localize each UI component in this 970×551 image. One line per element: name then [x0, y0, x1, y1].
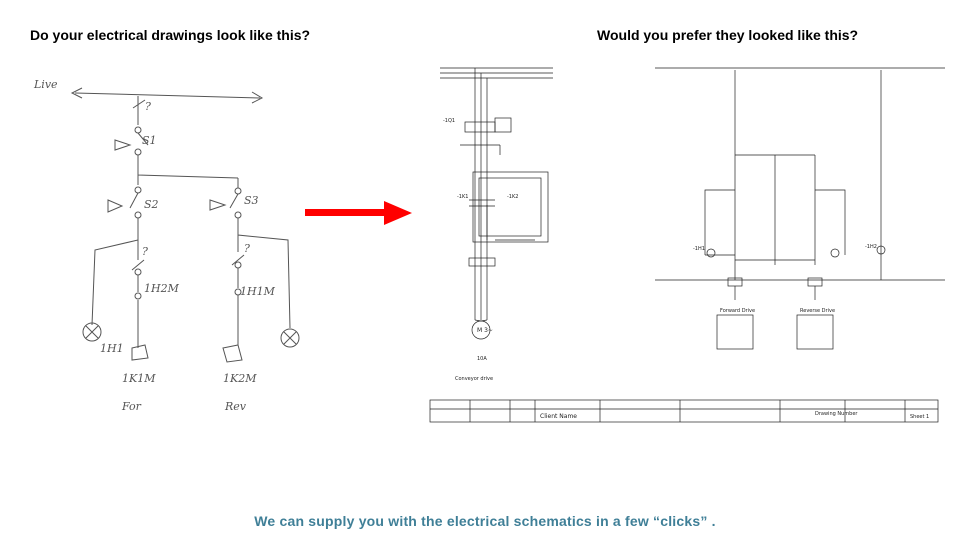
left-lamp-label: 1H1: [100, 342, 124, 355]
reverse-drive-label: Reverse Drive: [800, 308, 835, 314]
cad-lamp2-label: -1H2: [865, 244, 877, 250]
left-heading: Do your electrical drawings look like th…: [30, 27, 311, 43]
hand-drawn-sketch: Live ? S1 S2 S3 ? ? 1H2M 1H1M 1H1 1K1M 1…: [33, 78, 300, 413]
s3-label: S3: [244, 194, 259, 207]
cad-schematic: -1Q1 -1K1 -1K2 M 3~ 10A Conveyor drive F…: [429, 67, 945, 423]
right-heading: Would you prefer they looked like this?: [597, 27, 859, 43]
sheet-label: Sheet 1: [910, 414, 929, 420]
left-motor-label: 1H2M: [144, 282, 180, 295]
s2-label: S2: [144, 198, 159, 211]
cad-lamp1-label: -1H1: [693, 246, 705, 252]
live-label: Live: [33, 78, 58, 91]
sketch-q2: ?: [142, 245, 148, 258]
cad-breaker-label: -1Q1: [443, 118, 455, 124]
footer-tagline: We can supply you with the electrical sc…: [254, 513, 716, 529]
cad-kw-label: 10A: [477, 356, 487, 362]
red-arrow-icon: [305, 201, 412, 225]
left-coil-label: 1K1M: [122, 372, 156, 385]
cad-contactor1-label: -1K1: [457, 194, 468, 200]
right-coil-label: 1K2M: [223, 372, 257, 385]
right-motor-label: 1H1M: [240, 285, 276, 298]
drawing-number-label: Drawing Number: [815, 411, 858, 417]
s1-label: S1: [142, 134, 157, 147]
forward-drive-label: Forward Drive: [720, 308, 755, 314]
rev-label: Rev: [224, 400, 247, 413]
cad-contactor2-label: -1K2: [507, 194, 518, 200]
client-name-label: Client Name: [540, 413, 577, 420]
conveyor-drive-label: Conveyor drive: [455, 376, 493, 382]
sketch-q3: ?: [244, 242, 250, 255]
for-label: For: [121, 400, 142, 413]
cad-motor-label: M 3~: [477, 327, 493, 334]
sketch-q1: ?: [145, 100, 151, 113]
